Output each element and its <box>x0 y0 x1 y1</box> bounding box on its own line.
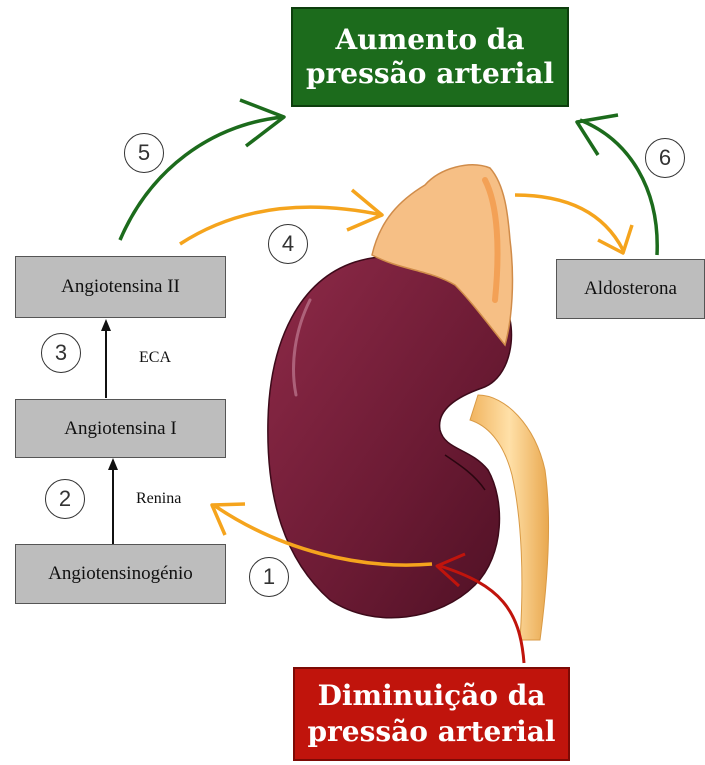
step-1-badge: 1 <box>249 557 289 597</box>
arrow-2-head <box>108 458 118 470</box>
step-5-badge: 5 <box>124 133 164 173</box>
arrow-6-path <box>580 120 657 255</box>
step-6-badge: 6 <box>645 138 685 178</box>
arrow-6-head <box>577 115 618 155</box>
label-renin: Renina <box>136 490 181 508</box>
arrow-aldosterone-path <box>515 195 623 250</box>
title-decrease-pressure: Diminuição da pressão arterial <box>293 667 570 761</box>
step-2-badge: 2 <box>45 479 85 519</box>
box-aldosterone: Aldosterona <box>556 259 705 319</box>
title-increase-pressure: Aumento da pressão arterial <box>291 7 569 107</box>
arrow-3-head <box>101 319 111 331</box>
box-angiotensinogen: Angiotensinogénio <box>15 544 226 604</box>
box-angiotensin-2: Angiotensina II <box>15 256 226 318</box>
step-3-badge: 3 <box>41 333 81 373</box>
step-4-badge: 4 <box>268 224 308 264</box>
label-ace: ECA <box>139 349 171 367</box>
box-angiotensin-1: Angiotensina I <box>15 399 226 458</box>
